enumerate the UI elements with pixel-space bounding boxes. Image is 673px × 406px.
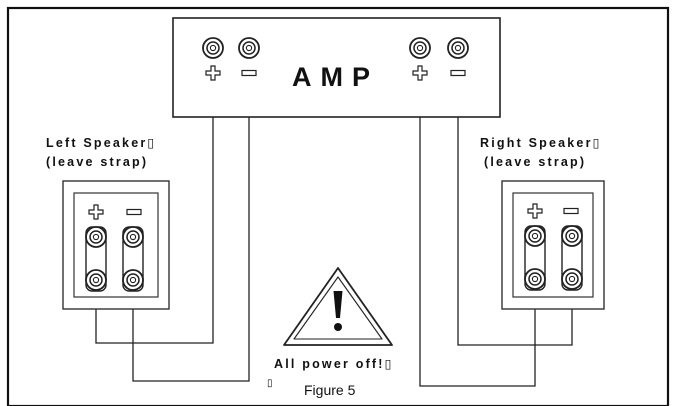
right-speaker-terminal-negative-bottom bbox=[561, 268, 583, 290]
warning: All power off!▯ ▯ bbox=[267, 267, 394, 389]
left-speaker-terminal-positive-bottom bbox=[85, 269, 107, 291]
amp-terminal-left-negative bbox=[238, 37, 260, 59]
left-speaker-title: Left Speaker▯ bbox=[46, 136, 157, 150]
amp-terminal-right-positive bbox=[409, 37, 431, 59]
right-speaker-terminal-negative-top bbox=[561, 225, 583, 247]
amp-terminal-left-positive bbox=[202, 37, 224, 59]
wire-left-negative bbox=[132, 58, 250, 382]
warning-stray-mark: ▯ bbox=[267, 378, 273, 389]
right-speaker: Right Speaker▯ (leave strap) bbox=[480, 136, 605, 310]
warning-triangle-icon bbox=[283, 267, 393, 346]
wire-left-positive bbox=[95, 58, 214, 344]
right-speaker-title: Right Speaker▯ bbox=[480, 136, 602, 150]
right-speaker-note: (leave strap) bbox=[484, 155, 586, 169]
right-speaker-terminal-positive-top bbox=[524, 225, 546, 247]
right-speaker-minus-icon bbox=[563, 207, 579, 215]
amp-label: AMP bbox=[292, 62, 379, 92]
wire-right-negative bbox=[457, 58, 573, 346]
amp-box bbox=[172, 17, 501, 118]
amplifier: AMP bbox=[172, 17, 501, 118]
left-speaker-note: (leave strap) bbox=[46, 155, 148, 169]
outer-frame bbox=[6, 6, 670, 406]
left-speaker: Left Speaker▯ (leave strap) bbox=[46, 136, 170, 310]
left-speaker-terminal-positive-top bbox=[85, 226, 107, 248]
figure-caption: Figure 5 bbox=[304, 382, 356, 398]
amp-terminal-right-negative bbox=[447, 37, 469, 59]
amp-minus-icon-right bbox=[450, 69, 466, 77]
wires bbox=[95, 58, 573, 387]
amp-minus-icon-left bbox=[241, 69, 257, 77]
warning-text: All power off!▯ bbox=[274, 357, 394, 371]
wire-right-positive bbox=[419, 58, 536, 387]
right-speaker-terminal-positive-bottom bbox=[524, 268, 546, 290]
left-speaker-terminal-negative-bottom bbox=[122, 269, 144, 291]
left-speaker-minus-icon bbox=[126, 208, 142, 216]
left-speaker-terminal-negative-top bbox=[122, 226, 144, 248]
